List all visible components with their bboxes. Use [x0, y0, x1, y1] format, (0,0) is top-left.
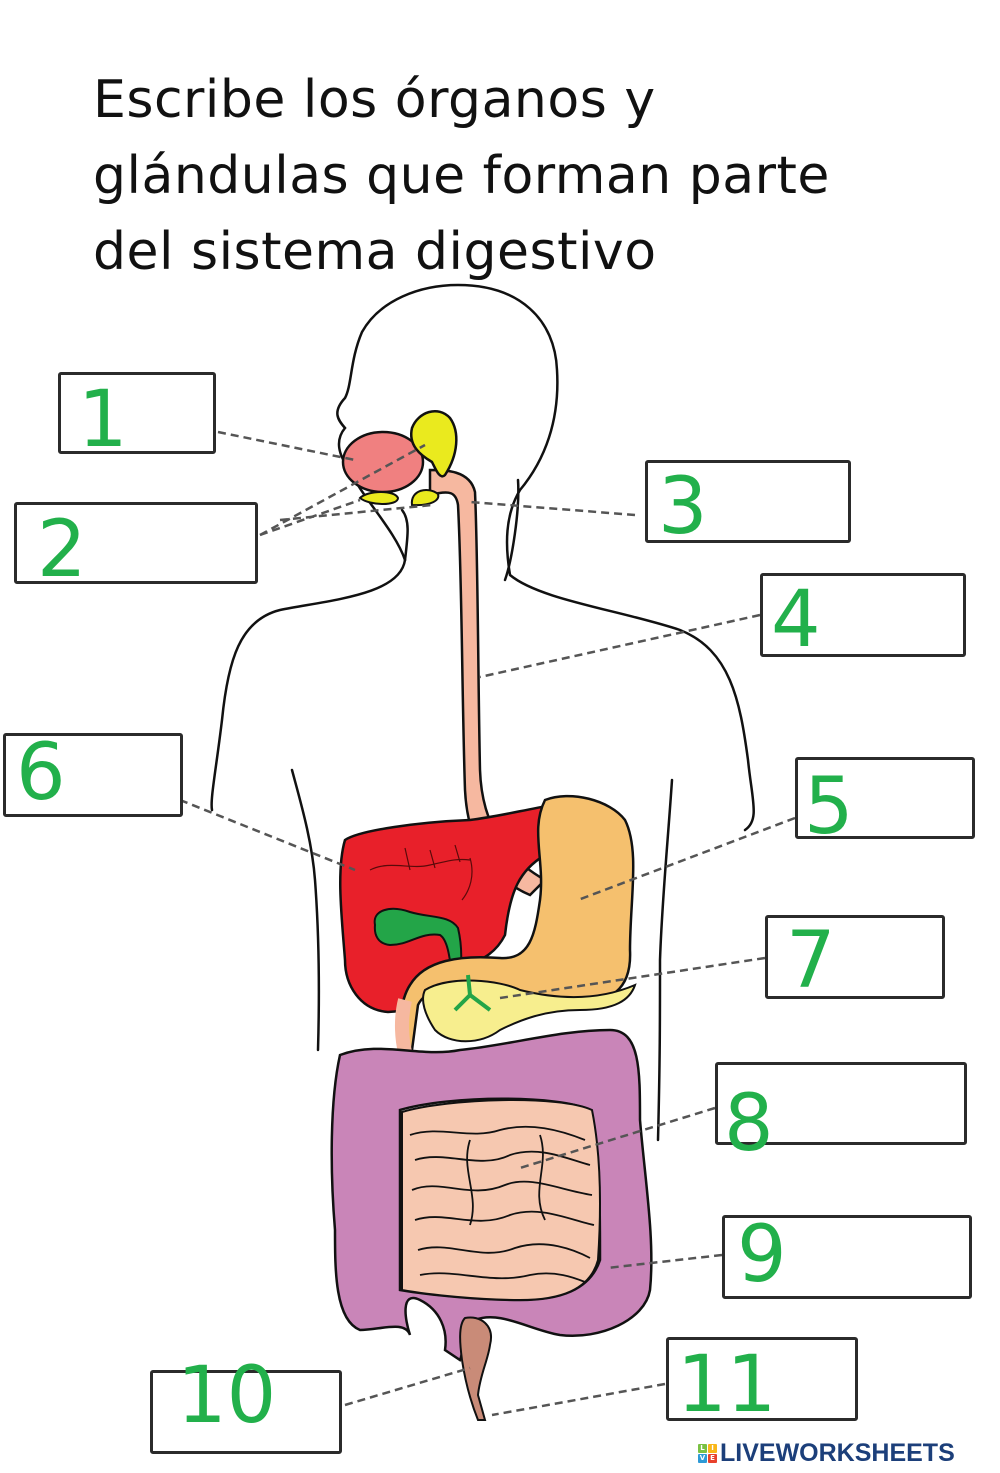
live-grid-icon: L I V E	[698, 1443, 717, 1463]
body-outline	[210, 283, 755, 1142]
answer-input-9[interactable]	[725, 1218, 969, 1296]
logo-grid-cell: V	[698, 1453, 707, 1463]
answer-box-9[interactable]: 9	[722, 1215, 972, 1299]
answer-input-5[interactable]	[798, 760, 972, 836]
answer-box-6[interactable]: 6	[3, 733, 183, 817]
logo-grid-cell: E	[708, 1453, 717, 1463]
answer-box-4[interactable]: 4	[760, 573, 966, 659]
liver-veins	[369, 844, 473, 901]
title-line-1: Escribe los órganos y	[93, 70, 656, 130]
leader-lines	[179, 430, 796, 1417]
answer-box-10[interactable]: 10	[150, 1357, 342, 1454]
title-line-3: del sistema digestivo	[93, 222, 657, 282]
answer-box-3[interactable]: 3	[645, 460, 851, 546]
answer-input-2[interactable]	[17, 505, 255, 581]
answer-box-1[interactable]: 1	[58, 372, 216, 459]
logo-text: LIVEWORKSHEETS	[720, 1438, 955, 1467]
answer-box-2[interactable]: 2	[14, 502, 258, 589]
answer-box-5[interactable]: 5	[795, 757, 975, 846]
answer-input-1[interactable]	[61, 375, 213, 451]
answer-input-3[interactable]	[648, 463, 848, 540]
small-intestine-loops	[409, 1125, 595, 1283]
liver-shape	[339, 798, 602, 1014]
answer-input-8[interactable]	[718, 1065, 964, 1142]
small-intestine-shape	[401, 1099, 601, 1302]
answer-input-11[interactable]	[669, 1340, 855, 1418]
pancreas-shape	[422, 979, 637, 1043]
answer-box-8[interactable]: 8	[715, 1062, 967, 1163]
answer-box-11[interactable]: 11	[666, 1337, 858, 1424]
sublingual-gland-shape	[358, 491, 400, 505]
worksheet-title: Escribe los órganos y glándulas que form…	[93, 62, 993, 290]
answer-input-7[interactable]	[768, 918, 942, 996]
title-line-2: glándulas que forman parte	[93, 146, 830, 206]
logo-grid-cell: L	[698, 1443, 707, 1453]
logo-grid-cell: I	[708, 1443, 717, 1453]
parotid-gland-shape	[409, 409, 458, 478]
answer-input-10[interactable]	[153, 1373, 339, 1451]
answer-input-4[interactable]	[763, 576, 963, 654]
answer-input-6[interactable]	[6, 736, 180, 814]
esophagus-shape	[428, 468, 548, 897]
liveworksheets-logo: L I V E LIVEWORKSHEETS	[698, 1438, 955, 1468]
rectum-shape	[459, 1316, 492, 1421]
answer-box-7[interactable]: 7	[765, 915, 945, 1000]
submandibular-gland-shape	[410, 489, 440, 507]
